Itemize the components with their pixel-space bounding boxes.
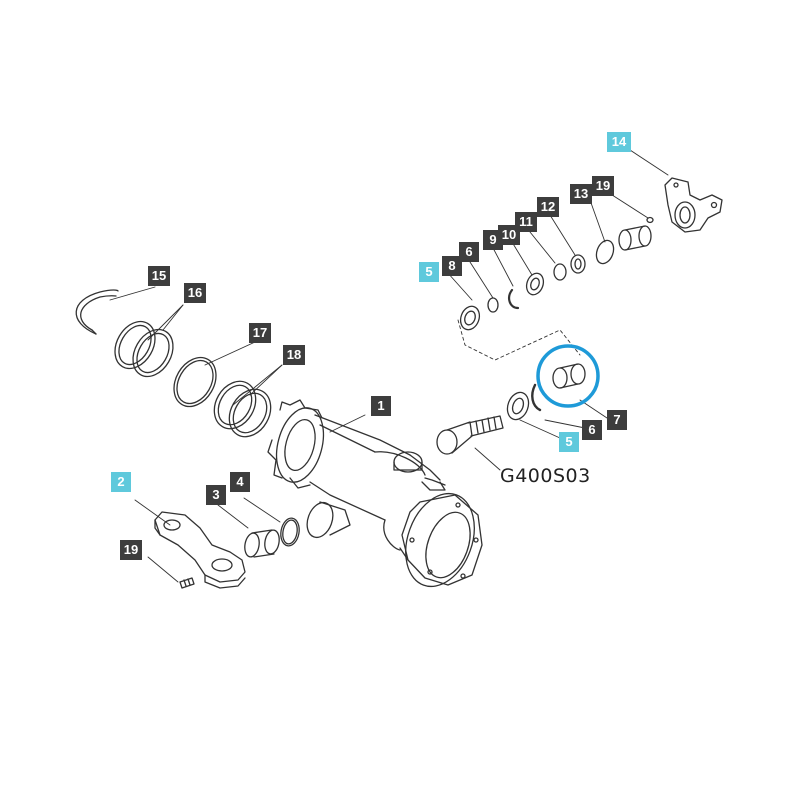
seal-16a (114, 320, 156, 370)
circlip-15 (75, 289, 119, 335)
oring-4 (280, 517, 300, 547)
bushing-7 (552, 363, 586, 389)
callout-1: 1 (371, 396, 391, 416)
callout-17: 17 (249, 323, 271, 343)
callout-13: 13 (570, 184, 592, 204)
callout-19-upper: 19 (592, 176, 614, 196)
snap-ring-6b (531, 383, 542, 412)
shaft (436, 415, 504, 455)
ring-12 (595, 239, 615, 265)
callout-6-lower: 6 (582, 420, 602, 440)
seal-18b (228, 388, 272, 438)
callout-3: 3 (206, 485, 226, 505)
callout-14: 14 (607, 132, 631, 152)
callout-5-lower: 5 (559, 432, 579, 452)
callout-11: 11 (515, 212, 537, 232)
callout-19-lower: 19 (120, 540, 142, 560)
bearing-11 (570, 254, 586, 274)
callout-16: 16 (184, 283, 206, 303)
callout-8: 8 (442, 256, 462, 276)
axle-housing-1 (267, 399, 483, 588)
oring-17 (173, 356, 217, 408)
seal-18a (213, 380, 257, 430)
callout-18: 18 (283, 345, 305, 365)
leader-lines (109, 149, 669, 583)
bolt-19b (646, 216, 654, 224)
bearing-5b (506, 391, 530, 421)
bolt-19 (179, 577, 195, 589)
callout-2: 2 (111, 472, 131, 492)
highlight-circle (536, 344, 600, 408)
callout-6-upper: 6 (459, 242, 479, 262)
bearing-9 (525, 272, 545, 296)
callout-5-upper: 5 (419, 262, 439, 282)
callout-7: 7 (607, 410, 627, 430)
callout-12: 12 (537, 197, 559, 217)
bushing-13 (618, 225, 652, 251)
bearing-5a (459, 305, 481, 331)
bushing-3 (244, 529, 280, 558)
callout-4: 4 (230, 472, 250, 492)
steering-arm-2 (154, 511, 246, 589)
snap-ring-6a (508, 288, 520, 310)
callout-10: 10 (498, 225, 520, 245)
seal-16b (132, 328, 174, 378)
knuckle-14 (664, 177, 723, 233)
diagram-code: G400S03 (500, 465, 591, 487)
callout-15: 15 (148, 266, 170, 286)
ring-8 (487, 297, 499, 313)
washer-10 (553, 263, 567, 281)
